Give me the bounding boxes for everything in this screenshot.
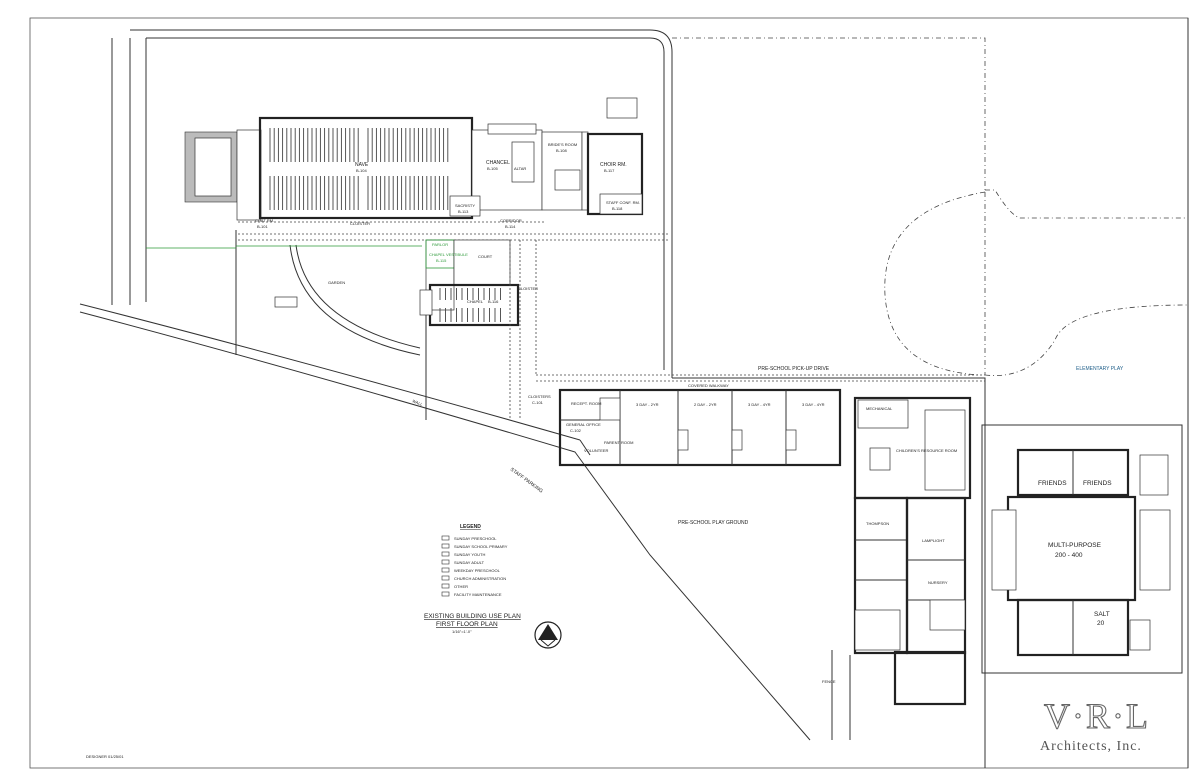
label-room-2: 2 DAY - 2YR <box>694 402 717 407</box>
label-coat-num: B-101 <box>257 224 268 229</box>
label-elementary-play: ELEMENTARY PLAY <box>1076 366 1124 372</box>
legend-item: WEEKDAY PRESCHOOL <box>454 568 501 573</box>
vrl-logo-firm: Architects, Inc. <box>1040 739 1142 754</box>
label-thompson: THOMPSON <box>866 521 889 526</box>
chapel-wing <box>419 239 985 420</box>
legend-swatch <box>441 583 450 589</box>
label-sacristy: SACRISTY <box>455 203 475 208</box>
legend-title: LEGEND <box>460 524 481 530</box>
preschool-wing <box>558 388 842 467</box>
legend-item: FACILITY MAINTENANCE <box>454 592 502 597</box>
legend-swatch <box>441 567 450 573</box>
label-coat-rm: COAT RM. <box>255 218 274 223</box>
label-lamplight: LAMPLIGHT <box>922 538 945 543</box>
label-preschool-playground: PRE-SCHOOL PLAY GROUND <box>678 520 749 526</box>
label-corridor-num: B-114 <box>505 224 516 229</box>
label-cloisters-c101: CLOISTERS <box>528 394 551 399</box>
label-chapel-vest-num: B-115 <box>436 258 447 263</box>
label-chancel-num: B-105 <box>487 166 498 171</box>
label-recept-room: RECEPT. ROOM <box>571 401 601 406</box>
plan-scale: 1/16"=1'-0" <box>452 629 472 634</box>
legend-swatch <box>441 551 450 557</box>
childrens-wing <box>853 396 972 706</box>
elementary-play-circle <box>884 191 1189 376</box>
label-room-1: 3 DAY - 2YR <box>636 402 659 407</box>
label-brides-num: B-108 <box>556 148 567 153</box>
label-nave: NAVE <box>355 162 369 168</box>
vrl-logo-mark: V·R·L <box>1044 696 1150 736</box>
legend-item: OTHER <box>454 584 468 589</box>
label-court: COURT <box>478 254 493 259</box>
label-childrens-resource: CHILDREN'S RESOURCE ROOM <box>896 448 957 453</box>
legend: LEGEND SUNDAY PRESCHOOL SUNDAY SCHOOL PR… <box>454 524 508 597</box>
garden-arc <box>289 244 421 356</box>
label-wall: WALL <box>412 398 425 407</box>
legend-item: CHURCH ADMINISTRATION <box>454 576 506 581</box>
label-room-3: 3 DAY - 4YR <box>748 402 771 407</box>
label-altar: ALTAR <box>514 166 526 171</box>
vrl-logo: V·R·L Architects, Inc. <box>1040 695 1150 754</box>
label-sacristy-num: B-113 <box>458 209 469 214</box>
label-multi-capacity: 200 - 400 <box>1055 552 1083 559</box>
plan-subtitle: FIRST FLOOR PLAN <box>436 621 498 628</box>
label-choir-num: B-117 <box>604 168 615 173</box>
label-general-office-num: C-102 <box>570 428 582 433</box>
plan-title: EXISTING BUILDING USE PLAN <box>424 613 521 620</box>
drawing-title-block: EXISTING BUILDING USE PLAN FIRST FLOOR P… <box>86 613 521 759</box>
legend-swatches <box>441 535 450 597</box>
multi-purpose-building <box>981 424 1183 674</box>
label-chancel: CHANCEL <box>486 160 510 166</box>
sheet-border <box>29 17 1189 769</box>
label-cloisters-num: C-101 <box>532 400 544 405</box>
legend-item: SUNDAY YOUTH <box>454 552 485 557</box>
label-corridor: CORRIDOR <box>500 218 522 223</box>
legend-swatch <box>441 559 450 565</box>
label-garden: GARDEN <box>328 280 345 285</box>
site-boundary <box>79 18 1189 768</box>
label-brides-room: BRIDE'S ROOM <box>548 142 577 147</box>
label-choir-rm: CHOIR RM. <box>600 162 627 168</box>
label-salt-num: 20 <box>1097 620 1105 627</box>
plan-date: DESIGNER 01/25/01 <box>86 754 124 759</box>
label-nave-num: B-104 <box>356 168 367 173</box>
nave-pews <box>270 128 360 208</box>
label-cloister: CLOISTER <box>350 221 370 226</box>
label-nursery: NURSERY <box>928 580 948 585</box>
label-chapel-vestibule: CHAPEL VESTIBULE <box>429 252 468 257</box>
label-chapel-num: B-116 <box>488 299 499 304</box>
legend-item: SUNDAY PRESCHOOL <box>454 536 497 541</box>
label-friends-1: FRIENDS <box>1038 480 1067 487</box>
label-parent-room: PARENT ROOM <box>604 440 633 445</box>
room-labels: NAVE B-104 CHANCEL B-105 ALTAR BRIDE'S R… <box>255 142 1124 684</box>
label-general-office: GENERAL OFFICE <box>566 422 601 427</box>
label-multi-purpose: MULTI-PURPOSE <box>1048 542 1102 549</box>
label-mechanical: MECHANICAL <box>866 406 893 411</box>
label-preschool-pickup: PRE-SCHOOL PICK-UP DRIVE <box>758 366 830 372</box>
label-salt: SALT <box>1094 611 1110 618</box>
legend-item: SUNDAY ADULT <box>454 560 485 565</box>
label-chapel: CHAPEL <box>467 299 484 304</box>
legend-swatch <box>441 543 450 549</box>
label-staff-parking: STAFF PARKING <box>509 467 544 495</box>
label-cloister-2: CLOISTER <box>518 286 538 291</box>
label-friends-2: FRIENDS <box>1083 480 1112 487</box>
label-staff-conf: STAFF CONF. RM. <box>606 200 640 205</box>
legend-swatch <box>441 591 450 597</box>
church-building <box>146 116 670 249</box>
north-arrow-icon <box>534 621 562 649</box>
legend-swatch <box>441 535 450 541</box>
legend-swatch <box>441 575 450 581</box>
label-covered-walkway: COVERED WALKWAY <box>688 383 729 388</box>
label-staff-conf-num: B-118 <box>612 206 623 211</box>
label-volunteer: VOLUNTEER <box>584 448 609 453</box>
label-room-4: 3 DAY - 4YR <box>802 402 825 407</box>
label-parlor: PARLOR <box>432 242 448 247</box>
label-fence: FENCE <box>822 679 836 684</box>
legend-item: SUNDAY SCHOOL PRIMARY <box>454 544 508 549</box>
